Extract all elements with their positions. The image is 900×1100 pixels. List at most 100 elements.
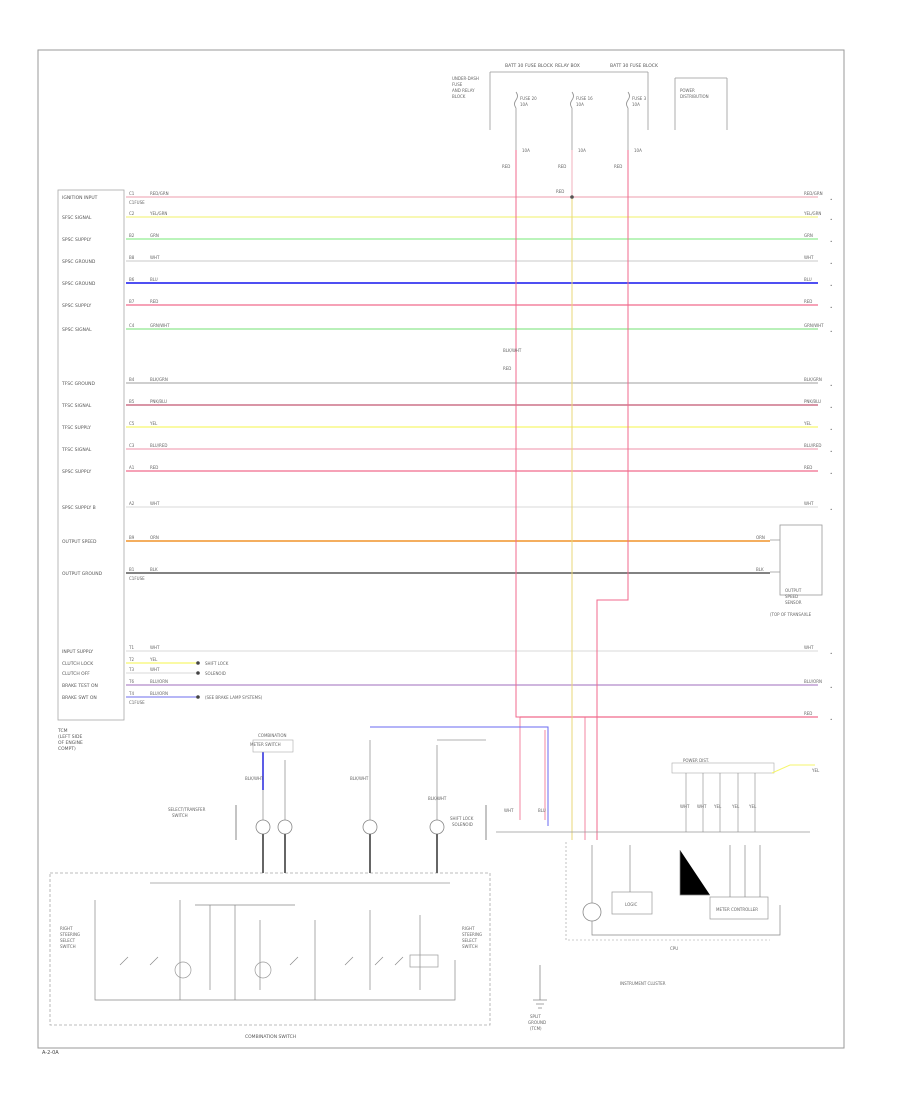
cluster-wire-label: BLU: [538, 808, 546, 813]
tcm-row-pin: C4: [129, 323, 135, 328]
diagram-frame: [37, 49, 845, 1049]
tcm-row-wire: YEL/GRN: [149, 211, 167, 216]
tcm-row-wire-right: PNK/BLU: [804, 399, 821, 404]
tcm-row-pin: C3: [129, 443, 135, 448]
tcm-row-label: TFSC SIGNAL: [61, 447, 92, 453]
fuse-amp: 10A: [578, 148, 586, 153]
tcm-row-wire-right: BLK: [756, 567, 764, 572]
tcm-row-label: SPSC SIGNAL: [62, 327, 92, 333]
transfer-switch-l2: SWITCH: [172, 813, 188, 818]
right-switch-line: STEERING: [462, 932, 482, 937]
fuse-box-label-3: BATT 30 FUSE BLOCK: [610, 63, 659, 69]
fuse-label: FUSE 3: [632, 96, 647, 101]
tcm-row-wire-right: BLU/RED: [804, 443, 821, 448]
tcm-row-wire: WHT: [150, 255, 160, 260]
tcm-row-pin: C1: [129, 191, 135, 196]
tcm-connector-box: [57, 189, 125, 721]
gear-pin-label: YEL: [748, 804, 757, 809]
combo-switch-l1: COMBINATION: [258, 733, 287, 738]
tcm-row-wire-right: ORN: [756, 535, 765, 540]
tcm-row-wire: GRN/WHT: [150, 323, 170, 328]
power-dist-line: POWER: [680, 88, 695, 93]
tcm-label-line: COMPT): [58, 746, 76, 752]
left-switch-line: SELECT: [60, 938, 76, 943]
right-switch-line: RIGHT: [462, 926, 475, 931]
right-pin-marker: •: [830, 651, 832, 656]
clutch-lamp-text: SHIFT LOCK: [205, 661, 229, 666]
fuse-symbol: [570, 91, 574, 109]
tcm-row-pin: B9: [129, 535, 135, 540]
tcm-row-wire-right: WHT: [804, 645, 814, 650]
gear-pin-label: WHT: [680, 804, 690, 809]
tcm-row-pin: T6: [128, 679, 134, 684]
left-switch-line: SWITCH: [60, 944, 76, 949]
right-pin-marker: •: [830, 239, 832, 244]
right-pin-marker: •: [830, 383, 832, 388]
tcm-row-wire: BLU: [150, 277, 158, 282]
output-sensor-l1: OUTPUT: [785, 588, 802, 593]
fuse-label: FUSE 20: [520, 96, 537, 101]
right-switch-line: SWITCH: [462, 944, 478, 949]
tcm-row-pin: B8: [129, 255, 135, 260]
footer-code: A-2-0A: [42, 1050, 59, 1056]
tcm-row-pin: A2: [129, 501, 135, 506]
tcm-row-label: SPSC GROUND: [62, 259, 96, 265]
tcm-row-wire-right: BLU/ORN: [804, 679, 822, 684]
combo-switch-title: COMBINATION SWITCH: [245, 1034, 296, 1040]
fuse-side-line: UNDER-DASH: [452, 76, 479, 81]
connector-dot: [196, 661, 200, 665]
bottom-ground: SPLIT GROUND (TCM): [528, 965, 547, 1031]
feed-blk-wht: BLK/WHT: [503, 348, 522, 353]
left-switch-line: RIGHT: [60, 926, 73, 931]
connector-dot: [196, 695, 200, 699]
tcm-row-label: OUTPUT GROUND: [62, 571, 103, 577]
splice-dot: [570, 195, 574, 199]
right-pin-marker: •: [830, 471, 832, 476]
tcm-row-pin: T4: [128, 691, 134, 696]
tcm-row-label: BRAKE TEST ON: [62, 683, 98, 689]
tcm-row-wire: WHT: [150, 501, 160, 506]
tcm-row-wire: RED/GRN: [150, 191, 169, 196]
tcm-row-sub: C1FUSE: [129, 700, 145, 705]
feed-red-3: [596, 150, 629, 840]
tcm-row-wire-right: RED: [804, 711, 812, 716]
clutch-lamp-l2: SOLENOID: [452, 822, 473, 827]
feed-wires: BLK/WHT RED RED: [503, 150, 629, 840]
fuse-wire-label: RED: [502, 164, 510, 169]
clutch-lamp-text-2: SOLENOID: [205, 671, 226, 676]
fuse-label: 10A: [632, 102, 640, 107]
right-pin-marker: •: [830, 197, 832, 202]
cluster-logic: LOGIC: [625, 902, 638, 907]
tcm-row-pin: B7: [129, 299, 135, 304]
gear-pin-label: WHT: [697, 804, 707, 809]
blk-wht-label-2: BLK/WHT: [350, 776, 369, 781]
tcm-row-sub: C1FUSE: [129, 200, 145, 205]
tcm-row-wire: YEL: [149, 657, 158, 662]
gear-pin-label: YEL: [713, 804, 722, 809]
bottom-ground-l2: GROUND: [528, 1020, 546, 1025]
right-pin-marker: •: [830, 507, 832, 512]
tcm-row-label: OUTPUT SPEED: [62, 539, 97, 545]
tcm-row-wire-right: BLU: [804, 277, 812, 282]
fuse-wire-label: RED: [614, 164, 622, 169]
tcm-row-wire-right: YEL/GRN: [803, 211, 821, 216]
tcm-label-line: TCM: [57, 728, 68, 734]
tcm-row-wire-right: RED/GRN: [804, 191, 823, 196]
right-pin-marker: •: [830, 449, 832, 454]
cluster-wire-yel: YEL: [811, 768, 820, 773]
right-pin-marker: •: [830, 717, 832, 722]
tcm-row-label: IGNITION INPUT: [62, 195, 98, 201]
cluster-title: INSTRUMENT CLUSTER: [620, 981, 666, 986]
cluster-cpu: CPU: [670, 946, 678, 951]
connector-dot: [196, 671, 200, 675]
tcm-row-wire-right: YEL: [803, 421, 812, 426]
tcm-row-label: SPSC SUPPLY: [62, 237, 91, 243]
